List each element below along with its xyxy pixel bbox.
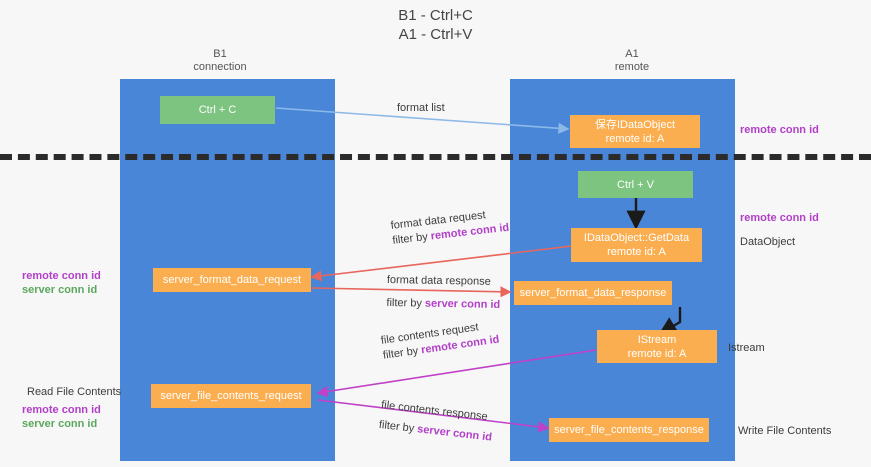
node-getdata-line1: IDataObject::GetData bbox=[583, 232, 690, 244]
node-getdata[interactable]: IDataObject::GetData remote id: A bbox=[571, 228, 702, 262]
annotation-right-dataobject: remote conn id DataObject bbox=[740, 211, 819, 249]
annotation-right-istream-text: Istream bbox=[728, 342, 765, 354]
section-divider bbox=[0, 154, 871, 160]
annotation-right-istream: Istream bbox=[728, 341, 765, 355]
node-getdata-line2: remote id: A bbox=[607, 246, 666, 258]
node-server-format-data-request-label: server_format_data_request bbox=[162, 274, 302, 286]
filter-key: server conn id bbox=[424, 297, 501, 311]
filter-prefix: filter by bbox=[382, 344, 423, 362]
arrow-format-list bbox=[275, 107, 570, 134]
node-ctrl-v[interactable]: Ctrl + V bbox=[578, 171, 693, 198]
node-save-dataobject-line1: 保存IDataObject bbox=[594, 118, 676, 131]
annotation-left-read-file: Read File Contents bbox=[27, 385, 121, 399]
node-istream[interactable]: IStream remote id: A bbox=[597, 330, 717, 363]
annotation-left-conn-remote: remote conn id bbox=[22, 270, 101, 282]
page-title: B1 - Ctrl+C A1 - Ctrl+V bbox=[0, 6, 871, 44]
annotation-left-low-conn-remote: remote conn id bbox=[22, 404, 101, 416]
annotation-left-low-conn-server: server conn id bbox=[22, 418, 98, 430]
arrow-response-to-istream bbox=[657, 307, 682, 336]
title-line-1: B1 - Ctrl+C bbox=[398, 7, 473, 24]
column-header-a1: A1 remote bbox=[542, 48, 722, 74]
node-server-file-contents-request[interactable]: server_file_contents_request bbox=[151, 384, 311, 408]
column-header-a1-name: A1 bbox=[625, 48, 639, 60]
annotation-left-conn-server: server conn id bbox=[22, 284, 98, 296]
filter-prefix: filter by bbox=[386, 296, 426, 310]
node-server-format-data-response-label: server_format_data_response bbox=[519, 287, 667, 299]
arrow-format-data-response bbox=[311, 286, 512, 298]
filter-prefix: filter by bbox=[378, 418, 418, 436]
arrow-file-contents-response bbox=[317, 399, 550, 433]
annotation-left-low-conn-ids: remote conn id server conn id bbox=[22, 403, 101, 431]
annotation-right-dataobject-key: remote conn id bbox=[740, 212, 819, 224]
filter-prefix: filter by bbox=[391, 230, 432, 247]
column-header-a1-sub: remote bbox=[614, 61, 650, 73]
column-header-b1-name: B1 bbox=[213, 48, 227, 60]
annotation-right-write-file: Write File Contents bbox=[738, 424, 831, 438]
annotation-left-conn-ids: remote conn id server conn id bbox=[22, 269, 101, 297]
column-header-b1-sub: connection bbox=[193, 61, 247, 73]
node-server-format-data-response[interactable]: server_format_data_response bbox=[514, 281, 672, 305]
node-server-format-data-request[interactable]: server_format_data_request bbox=[153, 268, 311, 292]
annotation-right-top-text: remote conn id bbox=[740, 124, 819, 136]
node-save-dataobject[interactable]: 保存IDataObject remote id: A bbox=[570, 115, 700, 148]
edge-label-format-data-response: format data response filter by server co… bbox=[386, 273, 500, 313]
annotation-right-top: remote conn id bbox=[740, 123, 819, 137]
node-ctrl-c-label: Ctrl + C bbox=[198, 104, 237, 116]
edge-label-format-data-response-filter: filter by server conn id bbox=[386, 296, 500, 313]
node-istream-line2: remote id: A bbox=[627, 347, 687, 360]
edge-label-format-data-response-title: format data response bbox=[386, 273, 491, 288]
title-line-2: A1 - Ctrl+V bbox=[398, 26, 473, 43]
column-header-b1: B1 connection bbox=[140, 48, 300, 74]
node-server-file-contents-response-label: server_file_contents_response bbox=[554, 424, 704, 436]
node-istream-line1: IStream bbox=[637, 333, 677, 346]
node-save-dataobject-line2: remote id: A bbox=[605, 132, 665, 145]
annotation-left-read-file-text: Read File Contents bbox=[27, 386, 122, 398]
annotation-right-write-file-text: Write File Contents bbox=[738, 425, 832, 437]
node-ctrl-c[interactable]: Ctrl + C bbox=[160, 96, 275, 124]
annotation-right-dataobject-label: DataObject bbox=[740, 236, 796, 248]
arrow-format-data-request bbox=[310, 245, 573, 282]
edge-label-format-list: format list bbox=[397, 102, 445, 114]
arrow-file-contents-request bbox=[316, 349, 597, 398]
node-ctrl-v-label: Ctrl + V bbox=[617, 178, 654, 191]
node-server-file-contents-response[interactable]: server_file_contents_response bbox=[549, 418, 709, 442]
node-server-file-contents-request-label: server_file_contents_request bbox=[160, 390, 302, 402]
